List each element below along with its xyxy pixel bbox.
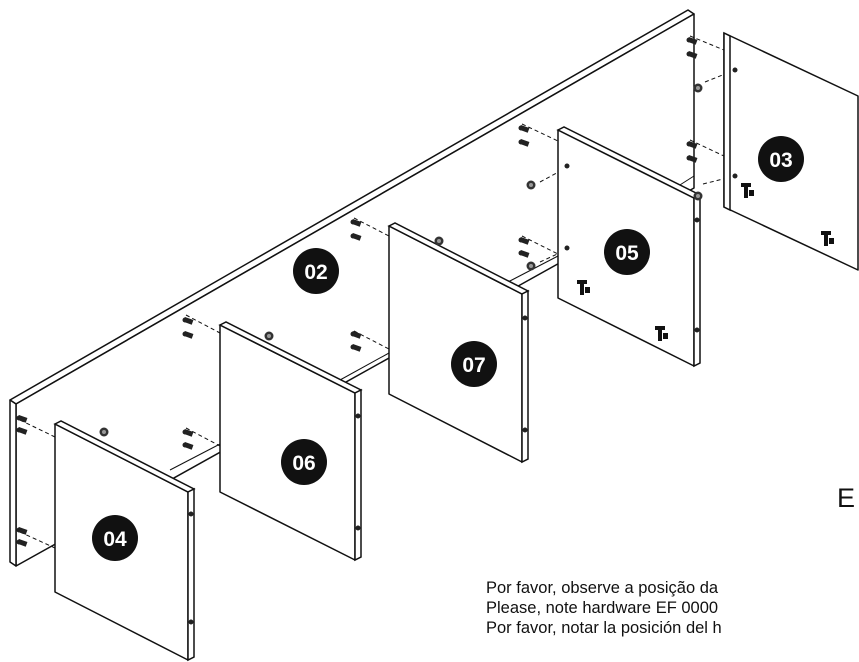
instruction-line-es: Por favor, notar la posición del h (486, 619, 722, 637)
callout-letter: E (837, 483, 856, 513)
svg-text:05: 05 (615, 242, 639, 265)
mid-left-panel (218, 321, 363, 562)
svg-text:04: 04 (103, 528, 127, 551)
center-panel (387, 222, 530, 464)
instruction-line-en: Please, note hardware EF 0000 (486, 599, 719, 617)
svg-text:02: 02 (304, 261, 327, 284)
part-badge-04: 04 (92, 515, 138, 561)
part-badge-02: 02 (293, 248, 339, 294)
part-badge-07: 07 (451, 341, 497, 387)
svg-text:07: 07 (462, 354, 485, 377)
part-badge-05: 05 (604, 229, 650, 275)
edge-holes (188, 67, 738, 625)
svg-text:03: 03 (769, 149, 792, 172)
instruction-line-pt: Por favor, observe a posição da (486, 579, 719, 597)
hardware-instructions: Por favor, observe a posição da Please, … (486, 578, 859, 638)
part-badge-06: 06 (281, 439, 327, 485)
back-panel (9, 9, 695, 567)
part-badge-03: 03 (758, 136, 804, 182)
svg-text:06: 06 (292, 452, 315, 475)
